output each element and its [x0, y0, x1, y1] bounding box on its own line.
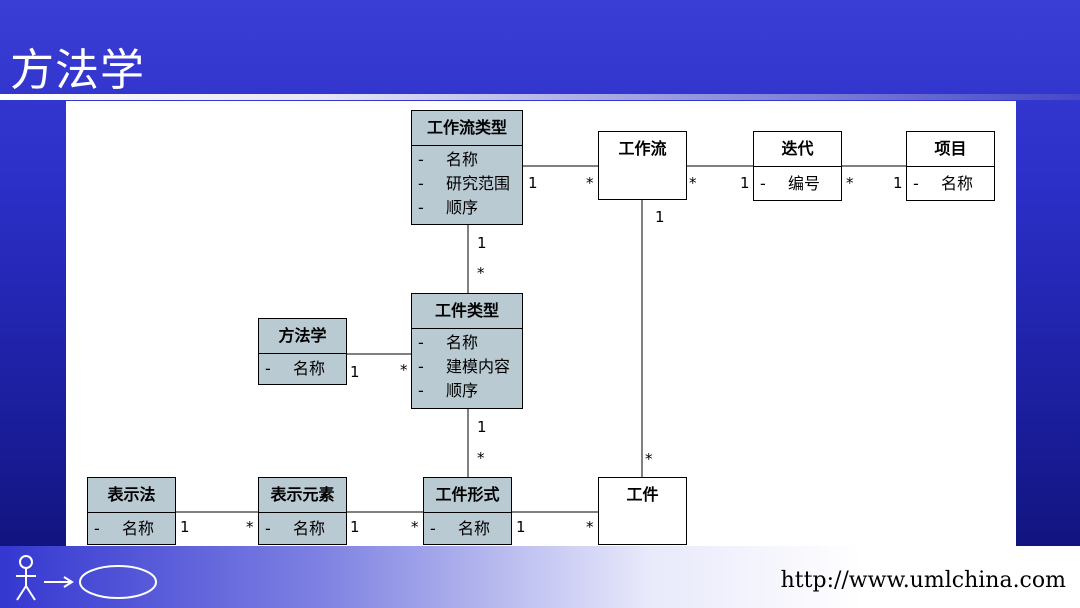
- attribute-row: -名称: [265, 359, 326, 378]
- class-name: 工作流: [618, 139, 667, 158]
- attribute-row: -研究范围: [418, 174, 511, 193]
- class-notation[interactable]: 表示法 -名称: [87, 477, 176, 545]
- diagram-panel: [66, 101, 1016, 546]
- attribute-row: -名称: [913, 174, 974, 193]
- multiplicity-label: *: [477, 264, 485, 282]
- multiplicity-label: 1: [740, 174, 750, 192]
- class-name: 方法学: [259, 319, 346, 354]
- class-workflow[interactable]: 工作流: [598, 131, 687, 200]
- class-artifact-form[interactable]: 工件形式 -名称: [423, 477, 512, 545]
- footer-band: [0, 546, 1080, 608]
- multiplicity-label: 1: [350, 518, 360, 536]
- attribute-row: -名称: [430, 519, 491, 538]
- attribute-row: -顺序: [418, 381, 479, 400]
- class-name: 工作流类型: [412, 111, 522, 146]
- multiplicity-label: 1: [516, 518, 526, 536]
- class-artifact[interactable]: 工件: [598, 477, 687, 545]
- multiplicity-label: *: [645, 450, 653, 468]
- multiplicity-label: *: [246, 518, 254, 536]
- attribute-row: -名称: [265, 519, 326, 538]
- multiplicity-label: *: [586, 518, 594, 536]
- multiplicity-label: 1: [655, 208, 665, 226]
- multiplicity-label: *: [586, 174, 594, 192]
- class-name: 表示法: [88, 478, 175, 513]
- multiplicity-label: *: [846, 174, 854, 192]
- class-iteration[interactable]: 迭代 -编号: [753, 131, 842, 201]
- multiplicity-label: *: [689, 174, 697, 192]
- class-name: 工件: [626, 485, 659, 504]
- class-name: 项目: [907, 132, 994, 167]
- multiplicity-label: 1: [477, 234, 487, 252]
- class-project[interactable]: 项目 -名称: [906, 131, 995, 201]
- multiplicity-label: 1: [350, 363, 360, 381]
- attribute-row: -建模内容: [418, 357, 511, 376]
- class-name: 工件形式: [424, 478, 511, 513]
- multiplicity-label: 1: [528, 174, 538, 192]
- class-artifact-type[interactable]: 工件类型 -名称 -建模内容 -顺序: [411, 293, 523, 409]
- class-name: 表示元素: [259, 478, 346, 513]
- multiplicity-label: 1: [893, 174, 903, 192]
- class-workflow-type[interactable]: 工作流类型 -名称 -研究范围 -顺序: [411, 110, 523, 225]
- attribute-row: -顺序: [418, 198, 479, 217]
- multiplicity-label: *: [400, 361, 408, 379]
- attribute-row: -名称: [94, 519, 155, 538]
- attribute-row: -名称: [418, 150, 479, 169]
- multiplicity-label: 1: [180, 518, 190, 536]
- title-divider: [0, 94, 1080, 100]
- class-name: 工件类型: [412, 294, 522, 329]
- multiplicity-label: *: [477, 449, 485, 467]
- class-methodology[interactable]: 方法学 -名称: [258, 318, 347, 385]
- attribute-row: -编号: [760, 174, 821, 193]
- class-name: 迭代: [754, 132, 841, 167]
- slide-title: 方法学: [10, 45, 145, 96]
- attribute-row: -名称: [418, 333, 479, 352]
- multiplicity-label: 1: [477, 418, 487, 436]
- website-url[interactable]: http://www.umlchina.com: [780, 568, 1066, 593]
- multiplicity-label: *: [411, 518, 419, 536]
- class-notation-element[interactable]: 表示元素 -名称: [258, 477, 347, 545]
- umlchina-logo: [16, 555, 157, 601]
